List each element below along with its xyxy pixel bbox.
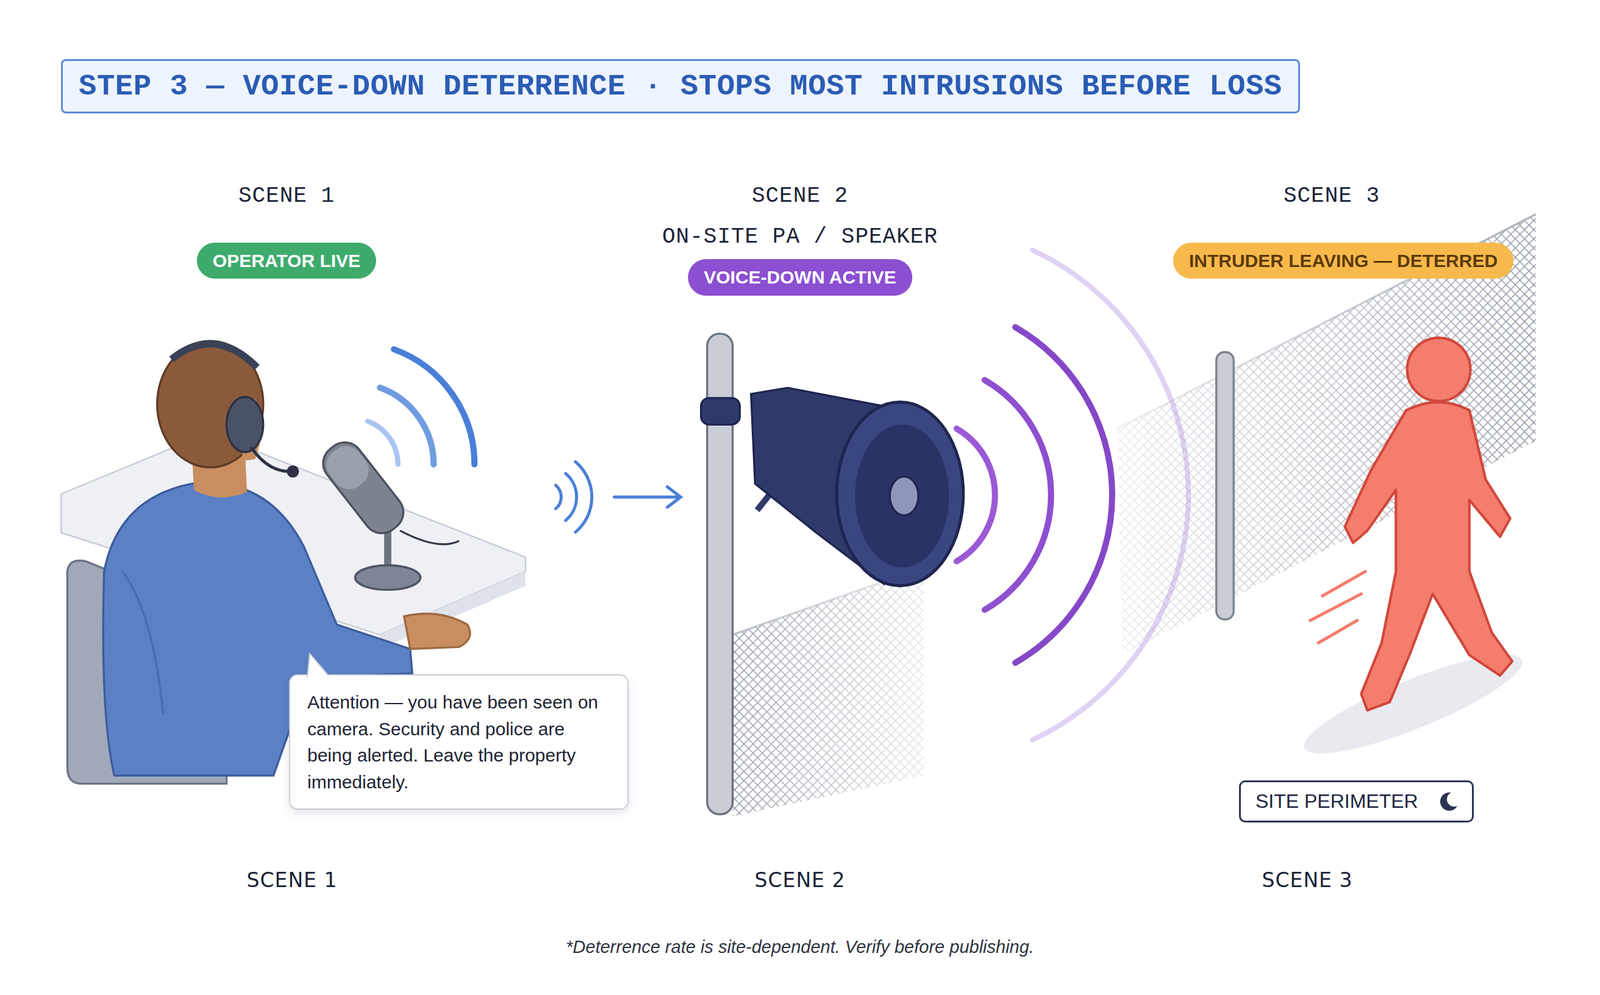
status-badge: OPERATOR LIVE bbox=[196, 242, 377, 279]
fence-mesh bbox=[732, 567, 924, 817]
transmission-arrow bbox=[440, 461, 681, 532]
scene-footer: SCENE 3 bbox=[1262, 868, 1354, 893]
node-text: VOICE-DOWN ACTIVE bbox=[703, 267, 897, 288]
scene-footer: SCENE 2 bbox=[754, 868, 846, 893]
moon-icon bbox=[1436, 790, 1460, 814]
node-text: SITE PERIMETER bbox=[1255, 790, 1419, 813]
scene-subheading: ON-SITE PA / SPEAKER bbox=[662, 224, 938, 250]
node-text: OPERATOR LIVE bbox=[212, 250, 361, 272]
scene-heading: SCENE 1 bbox=[238, 183, 335, 209]
status-badge: VOICE-DOWN ACTIVE bbox=[687, 259, 913, 296]
site-tag: SITE PERIMETER bbox=[1239, 780, 1474, 823]
node-text: INTRUDER LEAVING — DETERRED bbox=[1189, 250, 1498, 272]
horn-speaker bbox=[701, 387, 964, 586]
speech-bubble: Attention — you have been seen on camera… bbox=[289, 674, 629, 810]
intruder-figure bbox=[1345, 337, 1513, 711]
node-text: Attention — you have been seen on camera… bbox=[307, 692, 599, 793]
title-text: STEP 3 — VOICE-DOWN DETERRENCE · STOPS M… bbox=[78, 69, 1283, 104]
scene-heading: SCENE 3 bbox=[1283, 183, 1380, 209]
desk-microphone bbox=[315, 435, 460, 591]
scene-footer: SCENE 1 bbox=[246, 868, 338, 893]
scene-heading: SCENE 2 bbox=[751, 183, 849, 209]
motion-lines bbox=[1310, 571, 1366, 643]
fence-post bbox=[1216, 352, 1234, 620]
title-banner: STEP 3 — VOICE-DOWN DETERRENCE · STOPS M… bbox=[60, 59, 1300, 114]
voice-waves bbox=[367, 349, 475, 465]
bubble-tail bbox=[303, 651, 341, 679]
footnote-caption: *Deterrence rate is site-dependent. Veri… bbox=[565, 937, 1035, 958]
status-badge: INTRUDER LEAVING — DETERRED bbox=[1173, 242, 1514, 279]
